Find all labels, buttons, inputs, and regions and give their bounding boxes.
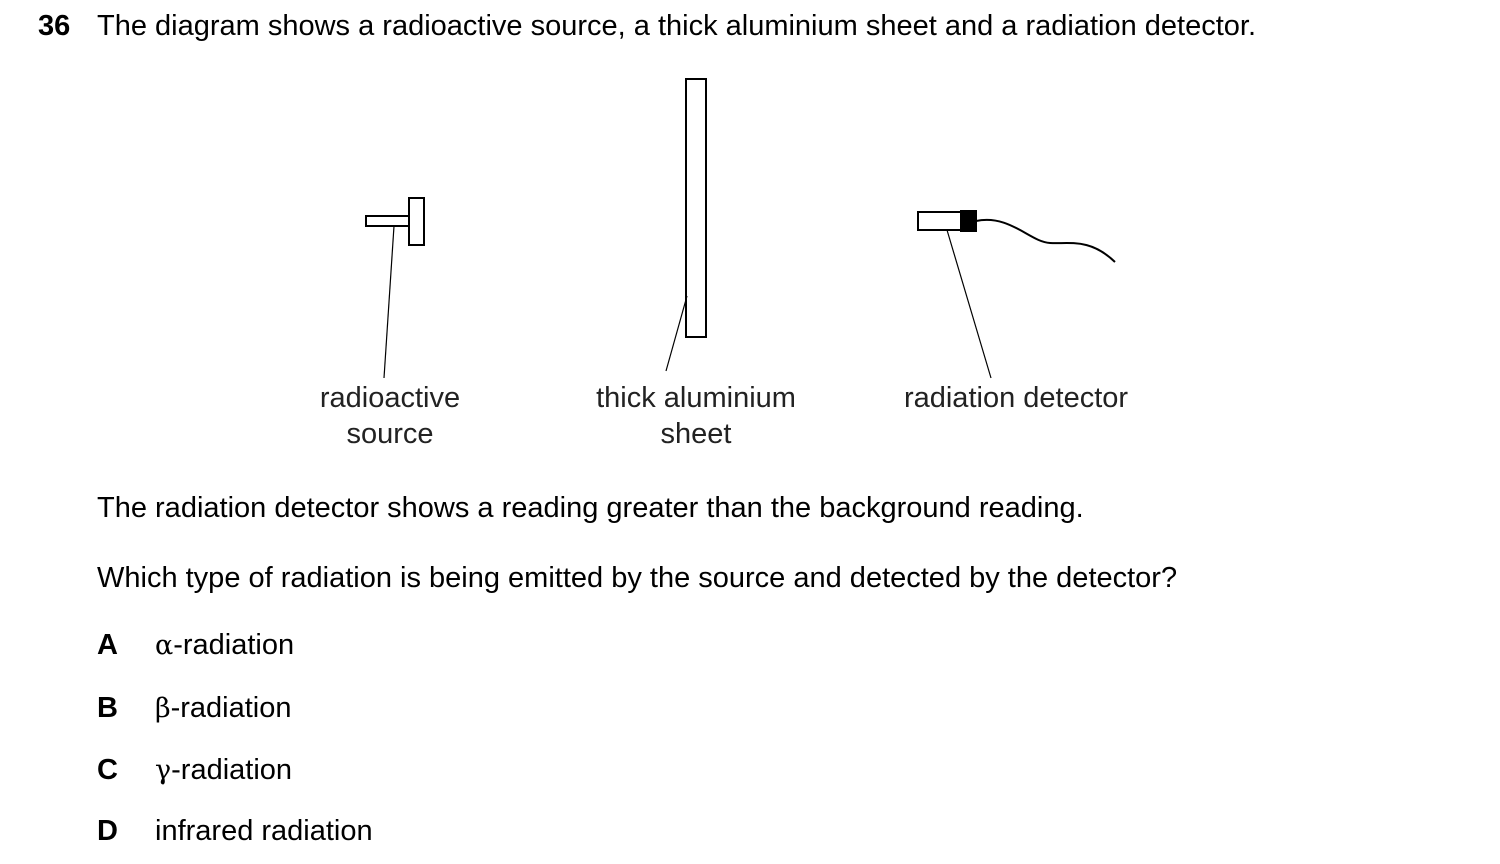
aluminium-sheet-icon — [685, 78, 707, 338]
gamma-symbol: γ — [155, 755, 172, 786]
aluminium-sheet-label: thick aluminium sheet — [566, 380, 826, 452]
option-label: infrared radiation — [155, 815, 373, 847]
beta-symbol: β — [155, 693, 171, 724]
radioactive-source-label: radioactive source — [290, 380, 490, 452]
source-label-line2: source — [346, 418, 434, 450]
question-stem: The diagram shows a radioactive source, … — [97, 10, 1257, 42]
option-label: -radiation — [173, 629, 295, 661]
alpha-symbol: α — [155, 630, 174, 661]
option-letter: A — [97, 629, 118, 661]
radioactive-source-icon — [365, 197, 425, 246]
option-text: γ-radiation — [155, 750, 292, 791]
sheet-label-line2: sheet — [660, 418, 732, 450]
option-label: -radiation — [171, 754, 293, 786]
radiation-diagram — [365, 78, 1116, 379]
detector-label-text: radiation detector — [903, 382, 1129, 414]
option-letter: C — [97, 754, 118, 786]
radiation-detector-label: radiation detector — [880, 380, 1152, 416]
prompt-text: Which type of radiation is being emitted… — [97, 562, 1178, 594]
option-text: α-radiation — [155, 625, 294, 666]
option-letter: B — [97, 692, 118, 724]
statement-text: The radiation detector shows a reading g… — [97, 492, 1084, 524]
radiation-detector-icon — [917, 210, 1116, 263]
sheet-label-line1: thick aluminium — [596, 382, 796, 414]
sheet-leader-line — [665, 295, 688, 372]
option-text: β-radiation — [155, 688, 292, 729]
detector-leader-line — [946, 229, 992, 379]
option-text: infrared radiation — [155, 811, 373, 851]
source-leader-line — [383, 225, 395, 379]
source-label-line1: radioactive — [319, 382, 461, 414]
option-letter: D — [97, 815, 118, 847]
question-number: 36 — [38, 10, 71, 42]
option-label: -radiation — [170, 692, 292, 724]
